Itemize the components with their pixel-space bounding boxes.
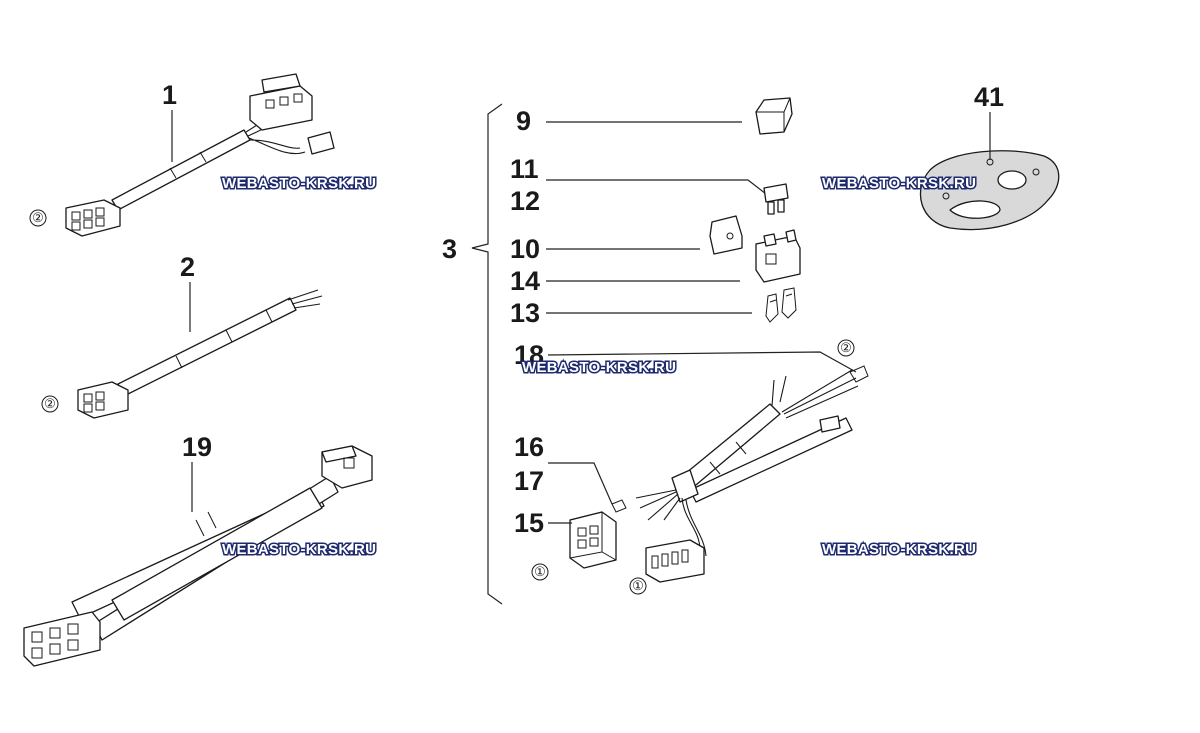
label-18: 18 bbox=[514, 340, 544, 370]
leader-11-12 bbox=[546, 179, 767, 195]
label-13: 13 bbox=[510, 298, 540, 328]
part-1-harness bbox=[65, 73, 335, 237]
circle-2-marker bbox=[837, 339, 855, 357]
part-10-cap bbox=[709, 215, 743, 255]
leader-18 bbox=[547, 351, 857, 373]
circled-2-label-a: ② bbox=[32, 210, 44, 225]
label-1: 1 bbox=[162, 80, 177, 110]
circled-1-label-a: ① bbox=[534, 564, 546, 579]
part-2-harness bbox=[77, 282, 323, 419]
label-10: 10 bbox=[510, 234, 540, 264]
label-41: 41 bbox=[974, 82, 1004, 112]
part-3-main-harness bbox=[569, 365, 869, 583]
circle-2-marker bbox=[29, 209, 47, 227]
circle-2-marker bbox=[41, 395, 59, 413]
label-3: 3 bbox=[442, 234, 457, 264]
part-14-fuse-holder bbox=[755, 229, 801, 283]
label-19: 19 bbox=[182, 432, 212, 462]
watermark-text: WEBASTO-KRSK.RU bbox=[222, 541, 376, 558]
watermark-text: WEBASTO-KRSK.RU bbox=[822, 541, 976, 558]
circle-1-marker bbox=[531, 563, 549, 581]
part-41-gasket bbox=[919, 112, 1060, 231]
circled-2-label-c: ② bbox=[840, 340, 852, 355]
label-9: 9 bbox=[516, 106, 531, 136]
part-19-harness bbox=[23, 445, 373, 667]
circled-1-label-b: ① bbox=[632, 578, 644, 593]
label-17: 17 bbox=[514, 466, 544, 496]
label-15: 15 bbox=[514, 508, 544, 538]
circled-2-label-b: ② bbox=[44, 396, 56, 411]
watermark-text: WEBASTO-KRSK.RU bbox=[822, 175, 976, 192]
label-12: 12 bbox=[510, 186, 540, 216]
watermark-text: WEBASTO-KRSK.RU bbox=[522, 359, 676, 376]
part-13-terminals bbox=[765, 287, 797, 323]
circle-1-marker bbox=[629, 577, 647, 595]
part-9-fuse-cover bbox=[755, 97, 793, 135]
label-14: 14 bbox=[510, 266, 540, 296]
leader-16-17 bbox=[548, 462, 613, 505]
watermark-text: WEBASTO-KRSK.RU bbox=[222, 175, 376, 192]
label-16: 16 bbox=[514, 432, 544, 462]
part-11-fuse bbox=[763, 183, 789, 215]
label-11: 11 bbox=[510, 154, 539, 184]
group-3-bracket bbox=[471, 103, 503, 605]
label-2: 2 bbox=[180, 252, 195, 282]
